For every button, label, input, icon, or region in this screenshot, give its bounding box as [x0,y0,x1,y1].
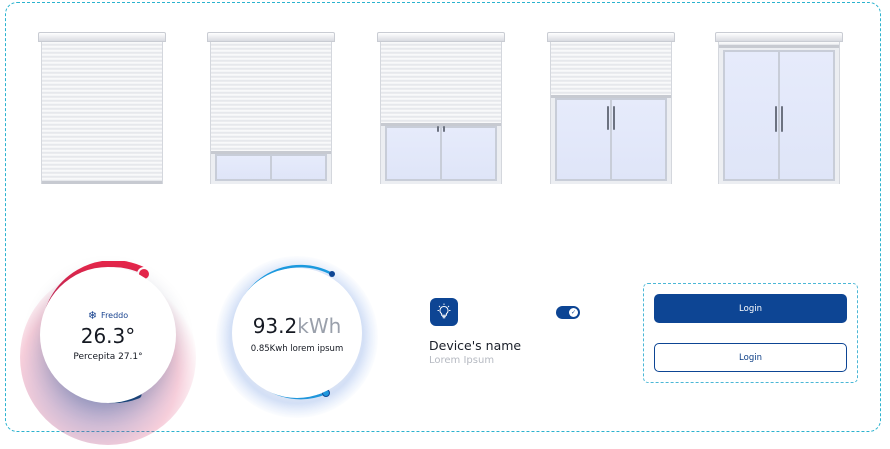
energy-unit: kWh [297,314,342,338]
window-glass [215,154,327,181]
shutter-slats [41,42,163,184]
window-handle [607,106,609,130]
device-icon-tile[interactable] [430,298,458,326]
energy-ring-start [329,271,335,277]
window-handle [613,106,615,130]
shutter-box [547,32,675,42]
window-glass [723,50,835,181]
shutter-quarter-open[interactable] [207,32,335,184]
energy-value: 93.2 [252,314,298,338]
window-handle [443,126,445,132]
shutter-slats [718,42,840,48]
lightbulb-icon [437,303,451,319]
login-button-primary[interactable]: Login [654,294,847,323]
shutter-slats [210,42,332,154]
canvas-frame [5,2,881,432]
energy-subtitle: 0.85Kwh lorem ipsum [250,344,344,354]
thermostat-dial[interactable]: ❄ Freddo 26.3° Percepita 27.1° [20,261,196,445]
device-name: Device's name [429,338,522,353]
check-icon: ✓ [569,308,578,317]
shutter-fully-open[interactable] [715,32,843,184]
window-handle [775,106,777,132]
login-button-variants: Login Login [643,283,858,383]
shutter-mostly-open[interactable] [547,32,675,184]
mode-label: Freddo [101,311,129,320]
shutter-slats [550,42,672,98]
energy-face: 93.2kWh 0.85Kwh lorem ipsum [232,268,362,398]
device-toggle[interactable]: ✓ [556,306,580,319]
shutter-box [207,32,335,42]
perceived-temperature: Percepita 27.1° [73,352,143,362]
window-handle [781,106,783,132]
device-subtitle: Lorem Ipsum [429,355,495,366]
snowflake-icon: ❄ [87,309,98,322]
thermostat-face: ❄ Freddo 26.3° Percepita 27.1° [40,267,176,403]
temperature-value: 26.3° [80,324,136,348]
thermostat-mode: ❄ Freddo [40,309,176,322]
window-glass [385,126,497,181]
shutter-half-open[interactable] [377,32,505,184]
energy-reading: 93.2kWh [232,314,362,338]
login-button-outline[interactable]: Login [654,343,847,372]
shutter-box [38,32,166,42]
shutter-box [715,32,843,42]
energy-gauge: 93.2kWh 0.85Kwh lorem ipsum [216,256,378,418]
window-handle [437,126,439,132]
shutter-box [377,32,505,42]
window-glass [555,98,667,181]
shutter-slats [380,42,502,126]
shutter-closed[interactable] [38,32,166,184]
